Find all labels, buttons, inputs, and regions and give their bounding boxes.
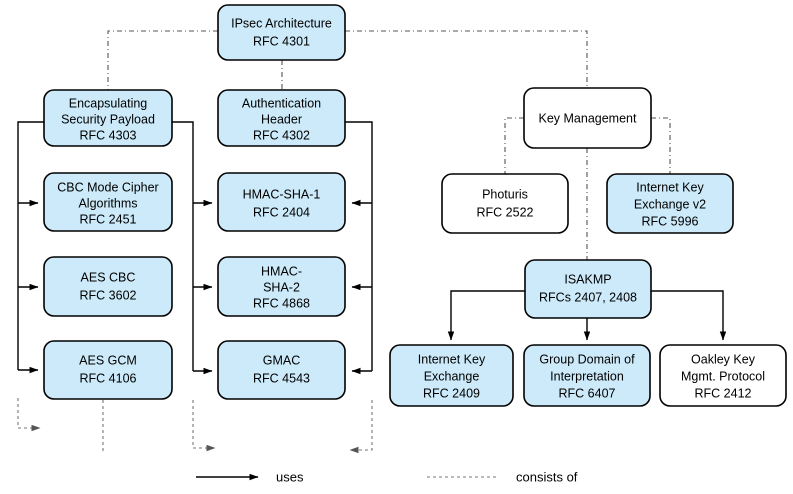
node-ikev2-line3: RFC 5996 [642,214,699,228]
node-cbc-mode-cipher-line1: CBC Mode Cipher [57,180,158,194]
node-gdoi-line2: Interpretation [550,369,624,383]
node-ikev2-box[interactable] [606,173,734,234]
node-ah-box[interactable] [217,89,346,147]
node-isakmp[interactable]: ISAKMP RFCs 2407, 2408 [524,259,652,319]
node-ike[interactable]: Internet Key Exchange RFC 2409 [389,344,514,407]
stub-ah-right [349,400,373,454]
node-ikev2-line1: Internet Key [636,180,704,194]
node-ikev2[interactable]: Internet Key Exchange v2 RFC 5996 [606,173,734,234]
node-aes-gcm-line1: AES GCM [79,353,137,367]
stub-esp-left [17,398,41,432]
node-key-management[interactable]: Key Management [523,87,652,149]
node-isakmp-line2: RFCs 2407, 2408 [539,290,637,304]
node-ah-line2: Header [261,112,302,126]
node-ipsec-architecture[interactable]: IPsec Architecture RFC 4301 [217,4,346,61]
node-esp[interactable]: Encapsulating Security Payload RFC 4303 [43,89,173,147]
node-ike-line2: Exchange [424,369,480,383]
node-ipsec-architecture-box[interactable] [217,4,346,61]
node-aes-cbc-box[interactable] [43,256,173,317]
node-hmac-sha2-line3: RFC 4868 [253,296,310,310]
node-ikev2-line2: Exchange v2 [634,197,706,211]
edge-ah-right-bus [345,121,373,371]
node-photuris-box[interactable] [441,173,569,234]
node-aes-gcm-line2: RFC 4106 [80,371,137,385]
node-ike-line3: RFC 2409 [423,386,480,400]
node-gmac-line1: GMAC [263,353,301,367]
node-esp-line2: Security Payload [61,112,155,126]
edge-keymgmt-to-ikev2 [651,117,671,174]
edge-ipsec-to-esp [107,30,218,90]
edge-ipsec-to-keymgmt [345,30,588,88]
node-hmac-sha2[interactable]: HMAC- SHA-2 RFC 4868 [217,256,346,317]
node-hmac-sha1-line1: HMAC-SHA-1 [243,187,321,201]
stub-esp-mid [192,400,216,452]
node-hmac-sha2-line2: SHA-2 [263,280,300,294]
node-photuris-line2: RFC 2522 [477,205,534,219]
node-ike-line1: Internet Key [418,352,486,366]
node-isakmp-box[interactable] [524,259,652,319]
node-key-management-box[interactable] [523,87,652,149]
node-esp-box[interactable] [43,89,173,147]
node-key-management-line1: Key Management [539,111,638,125]
node-esp-line1: Encapsulating [69,96,148,110]
node-gmac[interactable]: GMAC RFC 4543 [217,340,346,400]
node-oakley-box[interactable] [659,344,787,407]
node-esp-line3: RFC 4303 [80,128,137,142]
node-isakmp-line1: ISAKMP [564,272,611,286]
node-gdoi-box[interactable] [523,344,651,407]
node-hmac-sha1-line2: RFC 2404 [253,205,310,219]
node-aes-cbc-line2: RFC 3602 [80,288,137,302]
node-aes-cbc[interactable]: AES CBC RFC 3602 [43,256,173,317]
dangling-dashed-stubs [17,398,373,454]
node-cbc-mode-cipher[interactable]: CBC Mode Cipher Algorithms RFC 2451 [43,172,173,232]
legend-uses-label: uses [276,469,304,484]
node-ah-line1: Authentication [242,96,321,110]
node-gdoi[interactable]: Group Domain of Interpretation RFC 6407 [523,344,651,407]
node-photuris[interactable]: Photuris RFC 2522 [441,173,569,234]
node-gmac-line2: RFC 4543 [253,371,310,385]
node-aes-gcm-box[interactable] [43,340,173,400]
node-gdoi-line1: Group Domain of [539,352,635,366]
node-cbc-mode-cipher-line2: Algorithms [78,196,137,210]
node-hmac-sha2-box[interactable] [217,256,346,317]
legend-consists-of-label: consists of [516,469,578,484]
node-ipsec-architecture-line1: IPsec Architecture [231,16,332,30]
node-cbc-mode-cipher-box[interactable] [43,172,173,232]
consists-of-edges [107,30,671,260]
node-gdoi-line3: RFC 6407 [559,386,616,400]
node-aes-cbc-line1: AES CBC [81,270,136,284]
node-hmac-sha1-box[interactable] [217,172,346,232]
edge-esp-left-bus [17,121,44,370]
node-ah-line3: RFC 4302 [253,128,310,142]
edge-isakmp-to-ike [447,290,525,341]
node-hmac-sha2-line1: HMAC- [261,264,302,278]
node-hmac-sha1[interactable]: HMAC-SHA-1 RFC 2404 [217,172,346,232]
node-aes-gcm[interactable]: AES GCM RFC 4106 [43,340,173,400]
node-oakley[interactable]: Oakley Key Mgmt. Protocol RFC 2412 [659,344,787,407]
node-oakley-line3: RFC 2412 [695,386,752,400]
node-ike-box[interactable] [389,344,514,407]
node-oakley-line2: Mgmt. Protocol [681,369,765,383]
node-gmac-box[interactable] [217,340,346,400]
node-cbc-mode-cipher-line3: RFC 2451 [80,212,137,226]
edge-keymgmt-to-photuris [504,117,524,174]
legend: uses consists of [196,469,578,484]
node-photuris-line1: Photuris [482,187,528,201]
edge-isakmp-to-oakley [651,290,727,341]
node-oakley-line1: Oakley Key [691,352,756,366]
uses-edges [17,121,727,375]
node-ipsec-architecture-line2: RFC 4301 [253,34,310,48]
edge-esp-right-bus [172,121,194,371]
node-ah[interactable]: Authentication Header RFC 4302 [217,89,346,147]
